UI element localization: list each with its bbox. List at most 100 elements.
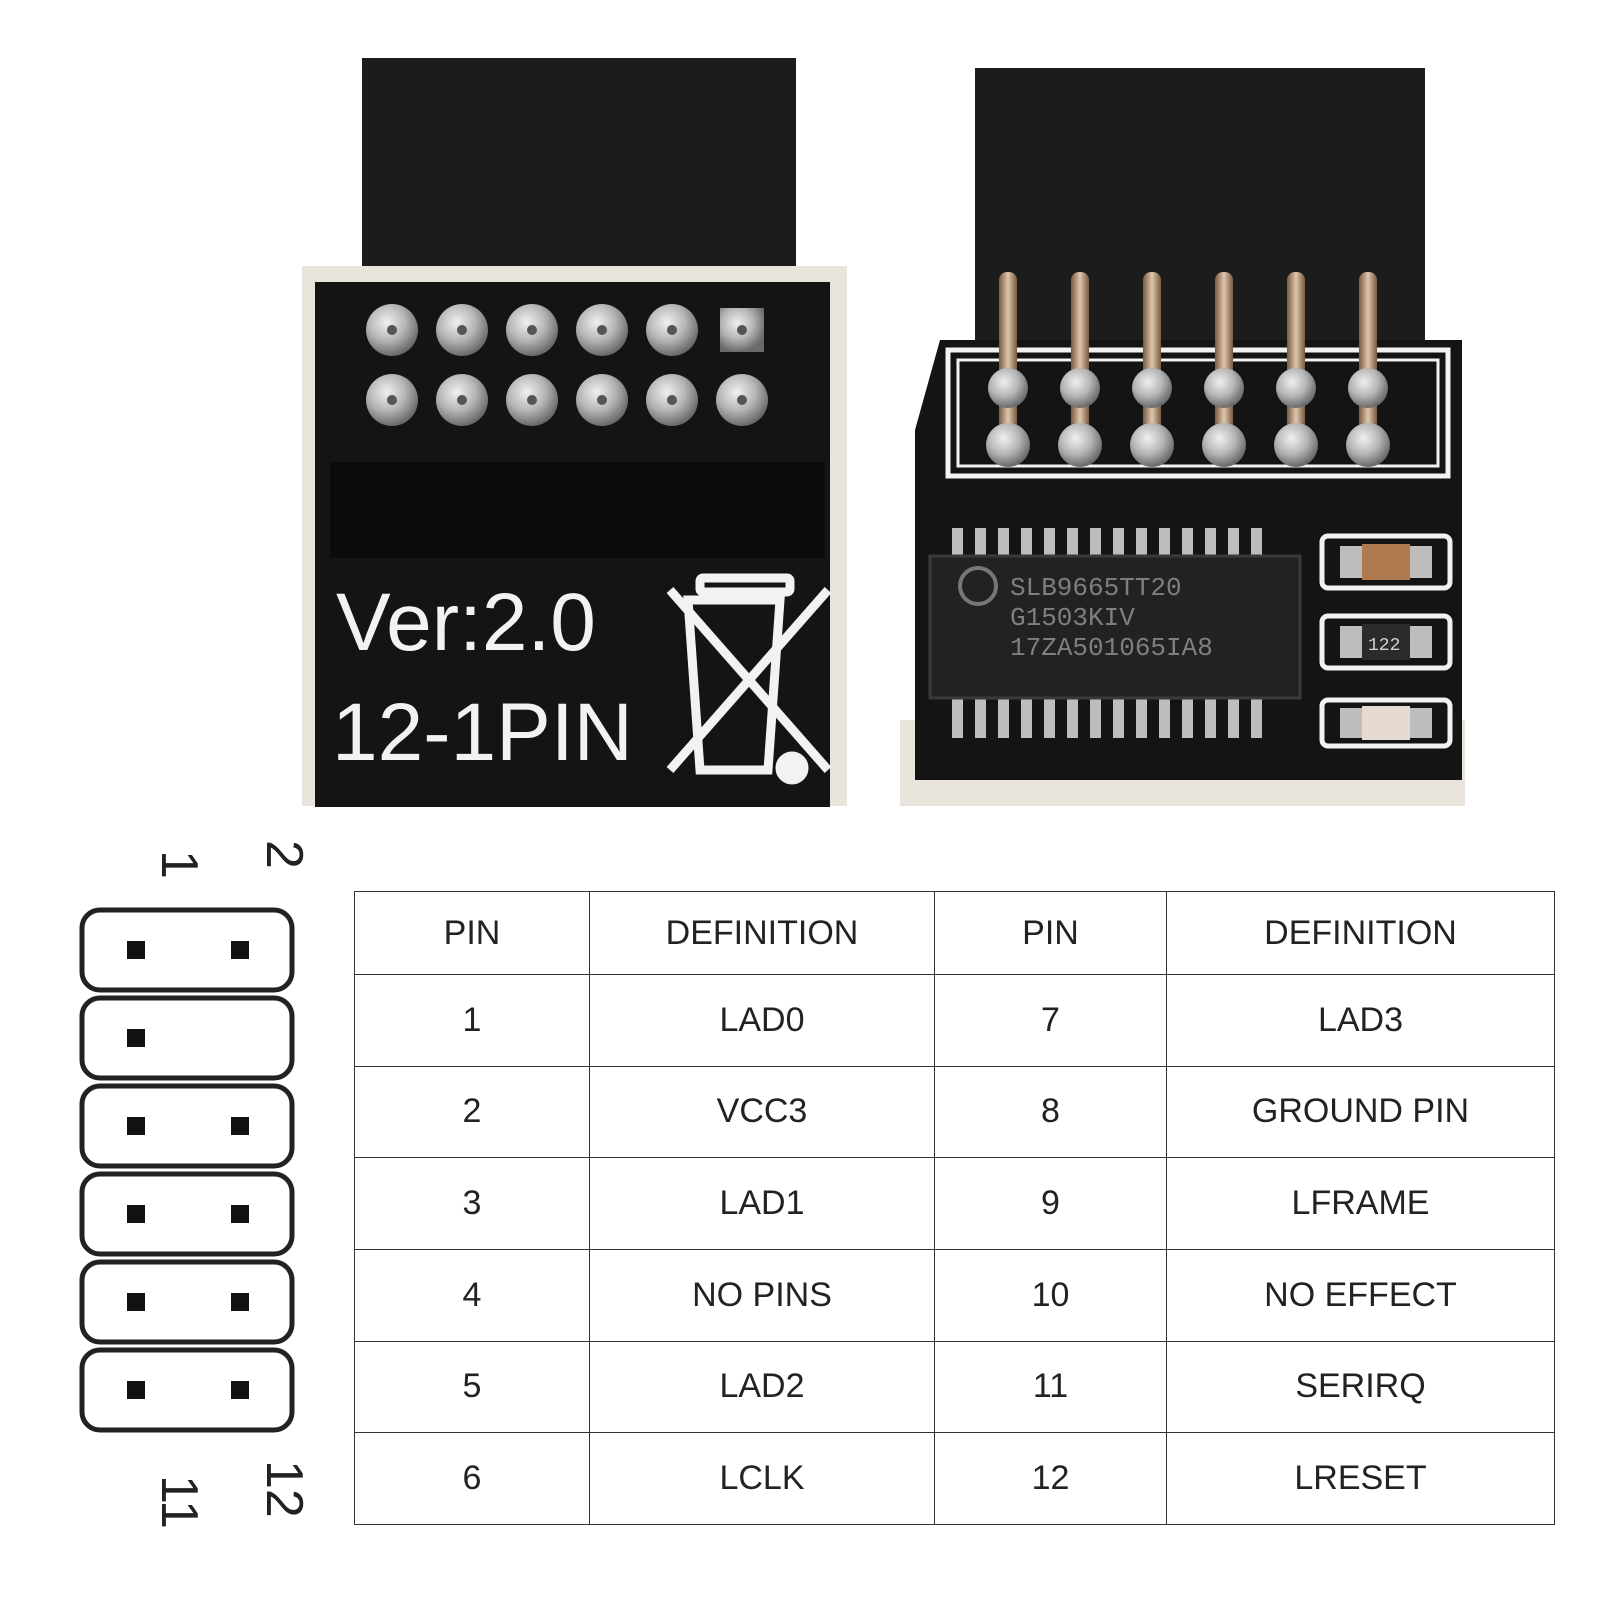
header-row-outline (79, 907, 295, 993)
table-cell: 7 (934, 974, 1167, 1067)
product-photo: Ver:2.0 12-1PIN SLB9665TT20 G1503KIV 17Z… (302, 58, 1465, 807)
table-cell: LCLK (589, 1432, 935, 1525)
round-pad (1132, 368, 1172, 408)
table-cell: 6 (354, 1432, 590, 1525)
weee-bin-icon (666, 573, 832, 785)
chip-leg (1136, 696, 1147, 738)
table-cell: 3 (354, 1157, 590, 1250)
chip-leg (1021, 528, 1032, 558)
table-cell: NO EFFECT (1166, 1248, 1555, 1342)
pin-dot (231, 1293, 249, 1311)
tpm-board-back: SLB9665TT20 G1503KIV 17ZA501065IA8 122 (900, 68, 1465, 806)
connector-housing (975, 68, 1425, 340)
chip-legs (952, 528, 1262, 738)
pin-dot (231, 1381, 249, 1399)
pad-hole (527, 325, 537, 335)
pin-count-text: 12-1PIN (332, 687, 633, 778)
round-pad (1060, 368, 1100, 408)
pin-dot (231, 941, 249, 959)
chip-leg (998, 528, 1009, 558)
round-pad (1130, 423, 1174, 467)
pin-dot (127, 1117, 145, 1135)
header-pins (986, 272, 1390, 467)
chip-leg (1159, 528, 1170, 558)
table-cell: LAD3 (1166, 974, 1555, 1067)
connector-housing (362, 58, 796, 280)
chip-leg (1021, 696, 1032, 738)
table-cell: 9 (934, 1157, 1167, 1250)
pin-label-bottom-left: 11 (150, 1475, 208, 1529)
pin-dot (127, 1029, 145, 1047)
round-pad (1058, 423, 1102, 467)
smd-resistor: 122 (1319, 613, 1453, 671)
chip-leg (975, 528, 986, 558)
chip-leg (1205, 528, 1216, 558)
chip-leg (1067, 528, 1078, 558)
pad-hole (667, 325, 677, 335)
table-cell: NO PINS (589, 1248, 935, 1342)
chip-leg (1136, 528, 1147, 558)
chip-leg (1251, 528, 1262, 558)
table-cell: 4 (354, 1248, 590, 1342)
chip-leg (1113, 696, 1124, 738)
chip-leg (1205, 696, 1216, 738)
pin-header-diagram: 1 2 11 12 (79, 840, 313, 1529)
table-cell: 5 (354, 1340, 590, 1434)
pin-label-bottom-right: 12 (255, 1460, 313, 1518)
chip-leg (952, 696, 963, 738)
chip-leg (1182, 696, 1193, 738)
pin-definition-table: PIN DEFINITION PIN DEFINITION 1 LAD0 7 L… (354, 891, 1555, 1525)
pad-hole (457, 395, 467, 405)
tpm-chip (928, 554, 1302, 700)
round-pad (1348, 368, 1388, 408)
table-cell: 2 (354, 1065, 590, 1159)
chip-leg (952, 528, 963, 558)
header-row-outline (79, 1083, 295, 1169)
pin-label-top-right: 2 (255, 840, 313, 869)
chip-leg (975, 696, 986, 738)
header-pin-1: PIN (354, 891, 590, 975)
table-cell: LAD0 (589, 974, 935, 1067)
table-cell: VCC3 (589, 1065, 935, 1159)
header-row-outline (79, 995, 295, 1081)
silk-frame (945, 347, 1451, 479)
pad-hole (527, 395, 537, 405)
header-definition-2: DEFINITION (1166, 891, 1555, 975)
chip-leg (1044, 528, 1055, 558)
round-pad (986, 423, 1030, 467)
header-row-outline (79, 1171, 295, 1257)
pin-dot (231, 1205, 249, 1223)
chip-leg (1159, 696, 1170, 738)
header-row-outline (79, 1259, 295, 1345)
chip-leg (1090, 528, 1101, 558)
table-row: 3 LAD1 9 LFRAME (354, 1157, 1555, 1250)
chip-leg (1090, 696, 1101, 738)
round-pad (1204, 368, 1244, 408)
chip-leg (1044, 696, 1055, 738)
pad-hole (387, 325, 397, 335)
chip-marking-1: SLB9665TT20 (1010, 573, 1182, 603)
infineon-logo-icon (958, 566, 998, 606)
pad-hole (597, 325, 607, 335)
tpm-board-front: Ver:2.0 12-1PIN (302, 58, 847, 807)
pin-label-top-left: 1 (150, 850, 208, 879)
table-cell: 10 (934, 1248, 1167, 1342)
pad-hole (457, 325, 467, 335)
pcb-shadow-band (330, 462, 825, 558)
round-pad (1276, 368, 1316, 408)
table-cell: SERIRQ (1166, 1340, 1555, 1434)
pad-hole (597, 395, 607, 405)
pad-hole (737, 395, 747, 405)
table-cell: LRESET (1166, 1432, 1555, 1525)
smd-capacitor (1319, 533, 1453, 591)
header-rows (79, 907, 295, 1433)
round-pad (1202, 423, 1246, 467)
table-row: 6 LCLK 12 LRESET (354, 1432, 1555, 1525)
chip-leg (1182, 528, 1193, 558)
table-cell: 12 (934, 1432, 1167, 1525)
pin-dot (127, 1381, 145, 1399)
chip-marking-3: 17ZA501065IA8 (1010, 633, 1213, 663)
header-definition-1: DEFINITION (589, 891, 935, 975)
pad-hole (387, 395, 397, 405)
round-pad (1274, 423, 1318, 467)
